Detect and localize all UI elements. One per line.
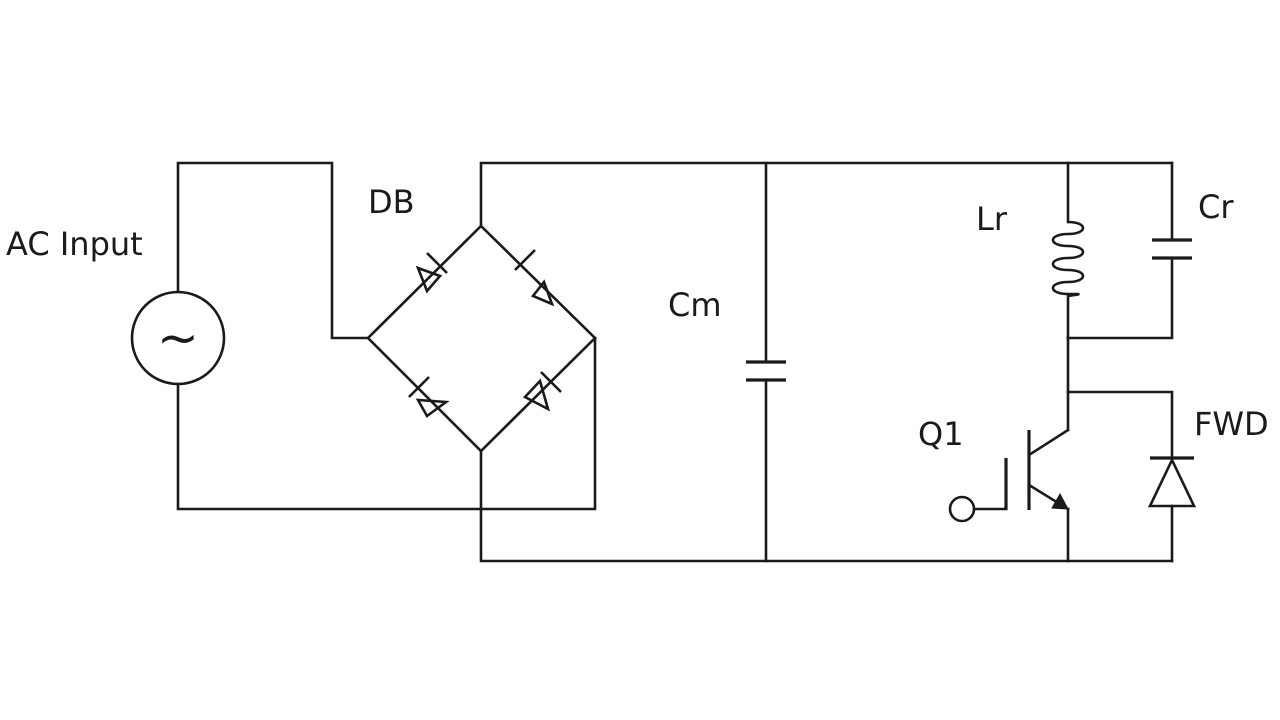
lr-label: Lr [976, 200, 1008, 238]
q1-gate-terminal [948, 495, 976, 523]
bridge-diode-lower-left [408, 376, 450, 418]
diode-triangle [415, 265, 443, 294]
cr-label: Cr [1198, 188, 1234, 226]
diode-cathode-bar [540, 371, 562, 393]
bridge-diode-lower-right [522, 371, 562, 412]
lr-coil [1051, 220, 1085, 298]
ac-source-wiring [176, 161, 597, 511]
diode-cathode-bar [426, 252, 448, 274]
switch-node [1066, 336, 1174, 460]
bridge-diode-upper-left [415, 252, 448, 294]
capacitor-cm [746, 161, 786, 563]
fwd-triangle [1147, 456, 1197, 508]
q1-label: Q1 [918, 415, 964, 453]
diode-triangle [522, 378, 551, 412]
bridge-diode-upper-right [514, 249, 555, 307]
ac-input-label: AC Input [6, 225, 143, 263]
ac-top-wire [176, 161, 370, 340]
igbt-q1 [948, 428, 1070, 563]
ac-source-circle [130, 290, 226, 386]
q1-collector-diagonal [1027, 428, 1070, 457]
diode-cathode-bar [408, 376, 430, 398]
fwd-label: FWD [1194, 405, 1269, 443]
diode-triangle [530, 279, 555, 307]
cr-bottom-lead [1066, 256, 1174, 340]
bridge-diamond [366, 224, 597, 453]
capacitor-cr [1066, 161, 1192, 340]
q1-emitter-arrow [1051, 492, 1069, 510]
ac-bottom-wire [176, 336, 597, 511]
ac-source: ~ [130, 290, 226, 386]
diode-triangle [415, 398, 450, 418]
dc-positive-rail [479, 161, 1174, 228]
diode-cathode-bar [514, 249, 536, 271]
diode-fwd [1147, 456, 1197, 563]
cm-label: Cm [668, 286, 722, 324]
db-label: DB [368, 183, 415, 221]
dc-negative-rail [479, 449, 1174, 563]
ac-source-symbol: ~ [157, 309, 199, 367]
inductor-lr [1051, 161, 1085, 340]
diode-bridge [366, 224, 597, 453]
dc-bus [479, 161, 1174, 563]
node-to-fwd [1066, 390, 1174, 460]
